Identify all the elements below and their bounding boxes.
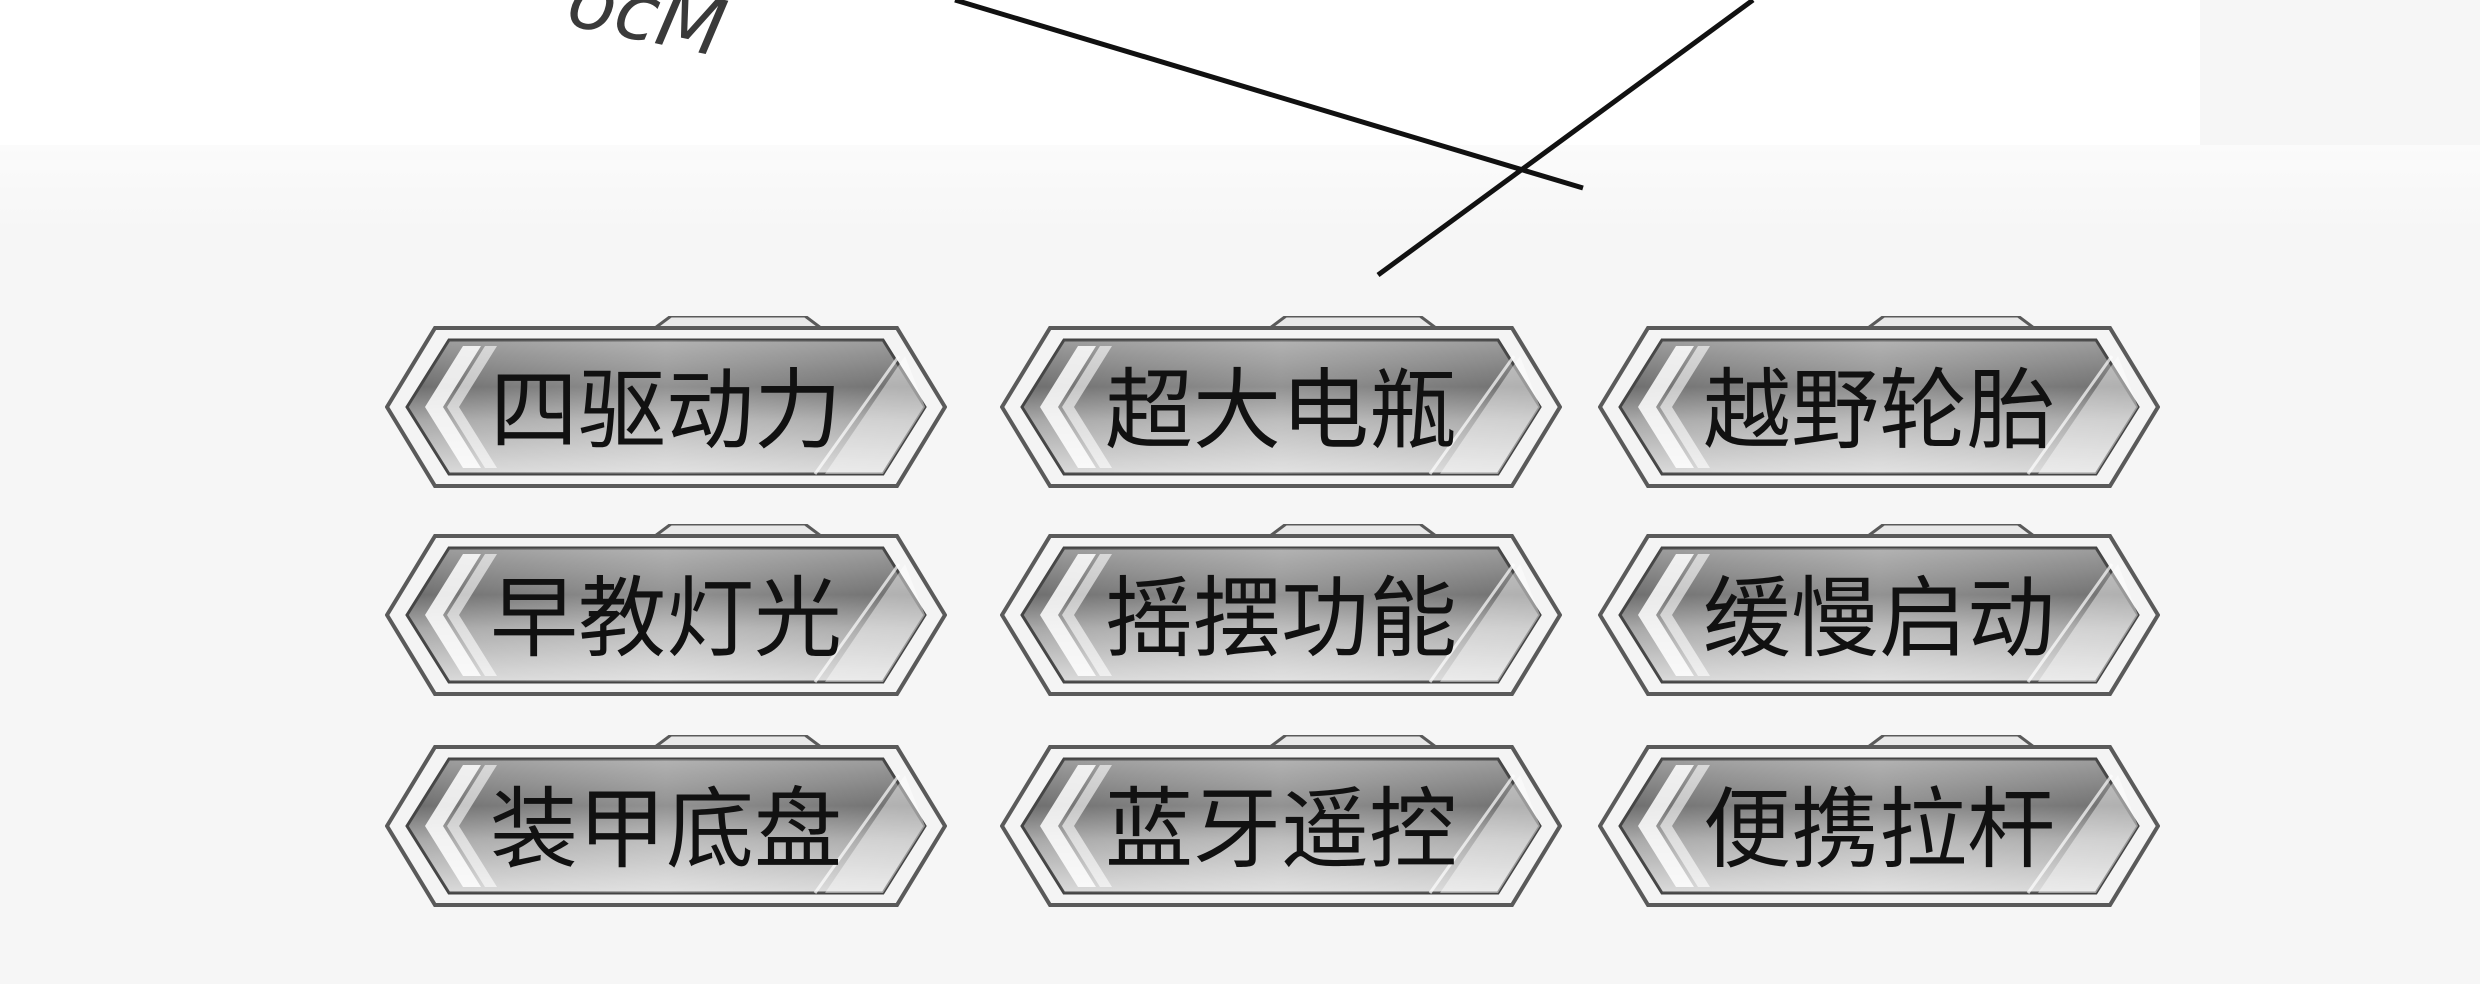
badge-frame-icon <box>385 735 947 907</box>
feature-badge: 缓慢启动 <box>1598 524 2160 706</box>
feature-label: 超大电瓶 <box>1104 359 1457 462</box>
badge-frame-icon <box>385 524 947 696</box>
badge-frame-icon <box>385 316 947 488</box>
dimension-lines: ocM <box>560 0 1755 278</box>
feature-badge: 早教灯光 <box>385 524 947 706</box>
feature-label: 早教灯光 <box>489 567 842 670</box>
feature-badge: 四驱动力 <box>385 316 947 498</box>
feature-badge: 蓝牙遥控 <box>1000 735 1562 917</box>
feature-badge: 便携拉杆 <box>1598 735 2160 917</box>
feature-label: 摇摆功能 <box>1104 567 1457 670</box>
feature-label: 越野轮胎 <box>1702 359 2055 462</box>
dimension-line-left <box>954 0 1584 191</box>
badge-frame-icon <box>1000 524 1562 696</box>
feature-label: 缓慢启动 <box>1702 567 2055 670</box>
feature-badge: 摇摆功能 <box>1000 524 1562 706</box>
upper-diagram-panel <box>0 0 2200 145</box>
feature-label: 蓝牙遥控 <box>1104 778 1457 881</box>
badge-frame-icon <box>1598 735 2160 907</box>
feature-badge: 越野轮胎 <box>1598 316 2160 498</box>
badge-frame-icon <box>1000 735 1562 907</box>
feature-label: 装甲底盘 <box>489 778 842 881</box>
feature-label: 四驱动力 <box>489 359 842 462</box>
feature-badge: 装甲底盘 <box>385 735 947 917</box>
feature-label: 便携拉杆 <box>1702 778 2055 881</box>
background-fade <box>0 145 2480 235</box>
badge-frame-icon <box>1598 524 2160 696</box>
badge-frame-icon <box>1598 316 2160 488</box>
dimension-line-right <box>1376 0 1755 278</box>
feature-badge: 超大电瓶 <box>1000 316 1562 498</box>
badge-frame-icon <box>1000 316 1562 488</box>
